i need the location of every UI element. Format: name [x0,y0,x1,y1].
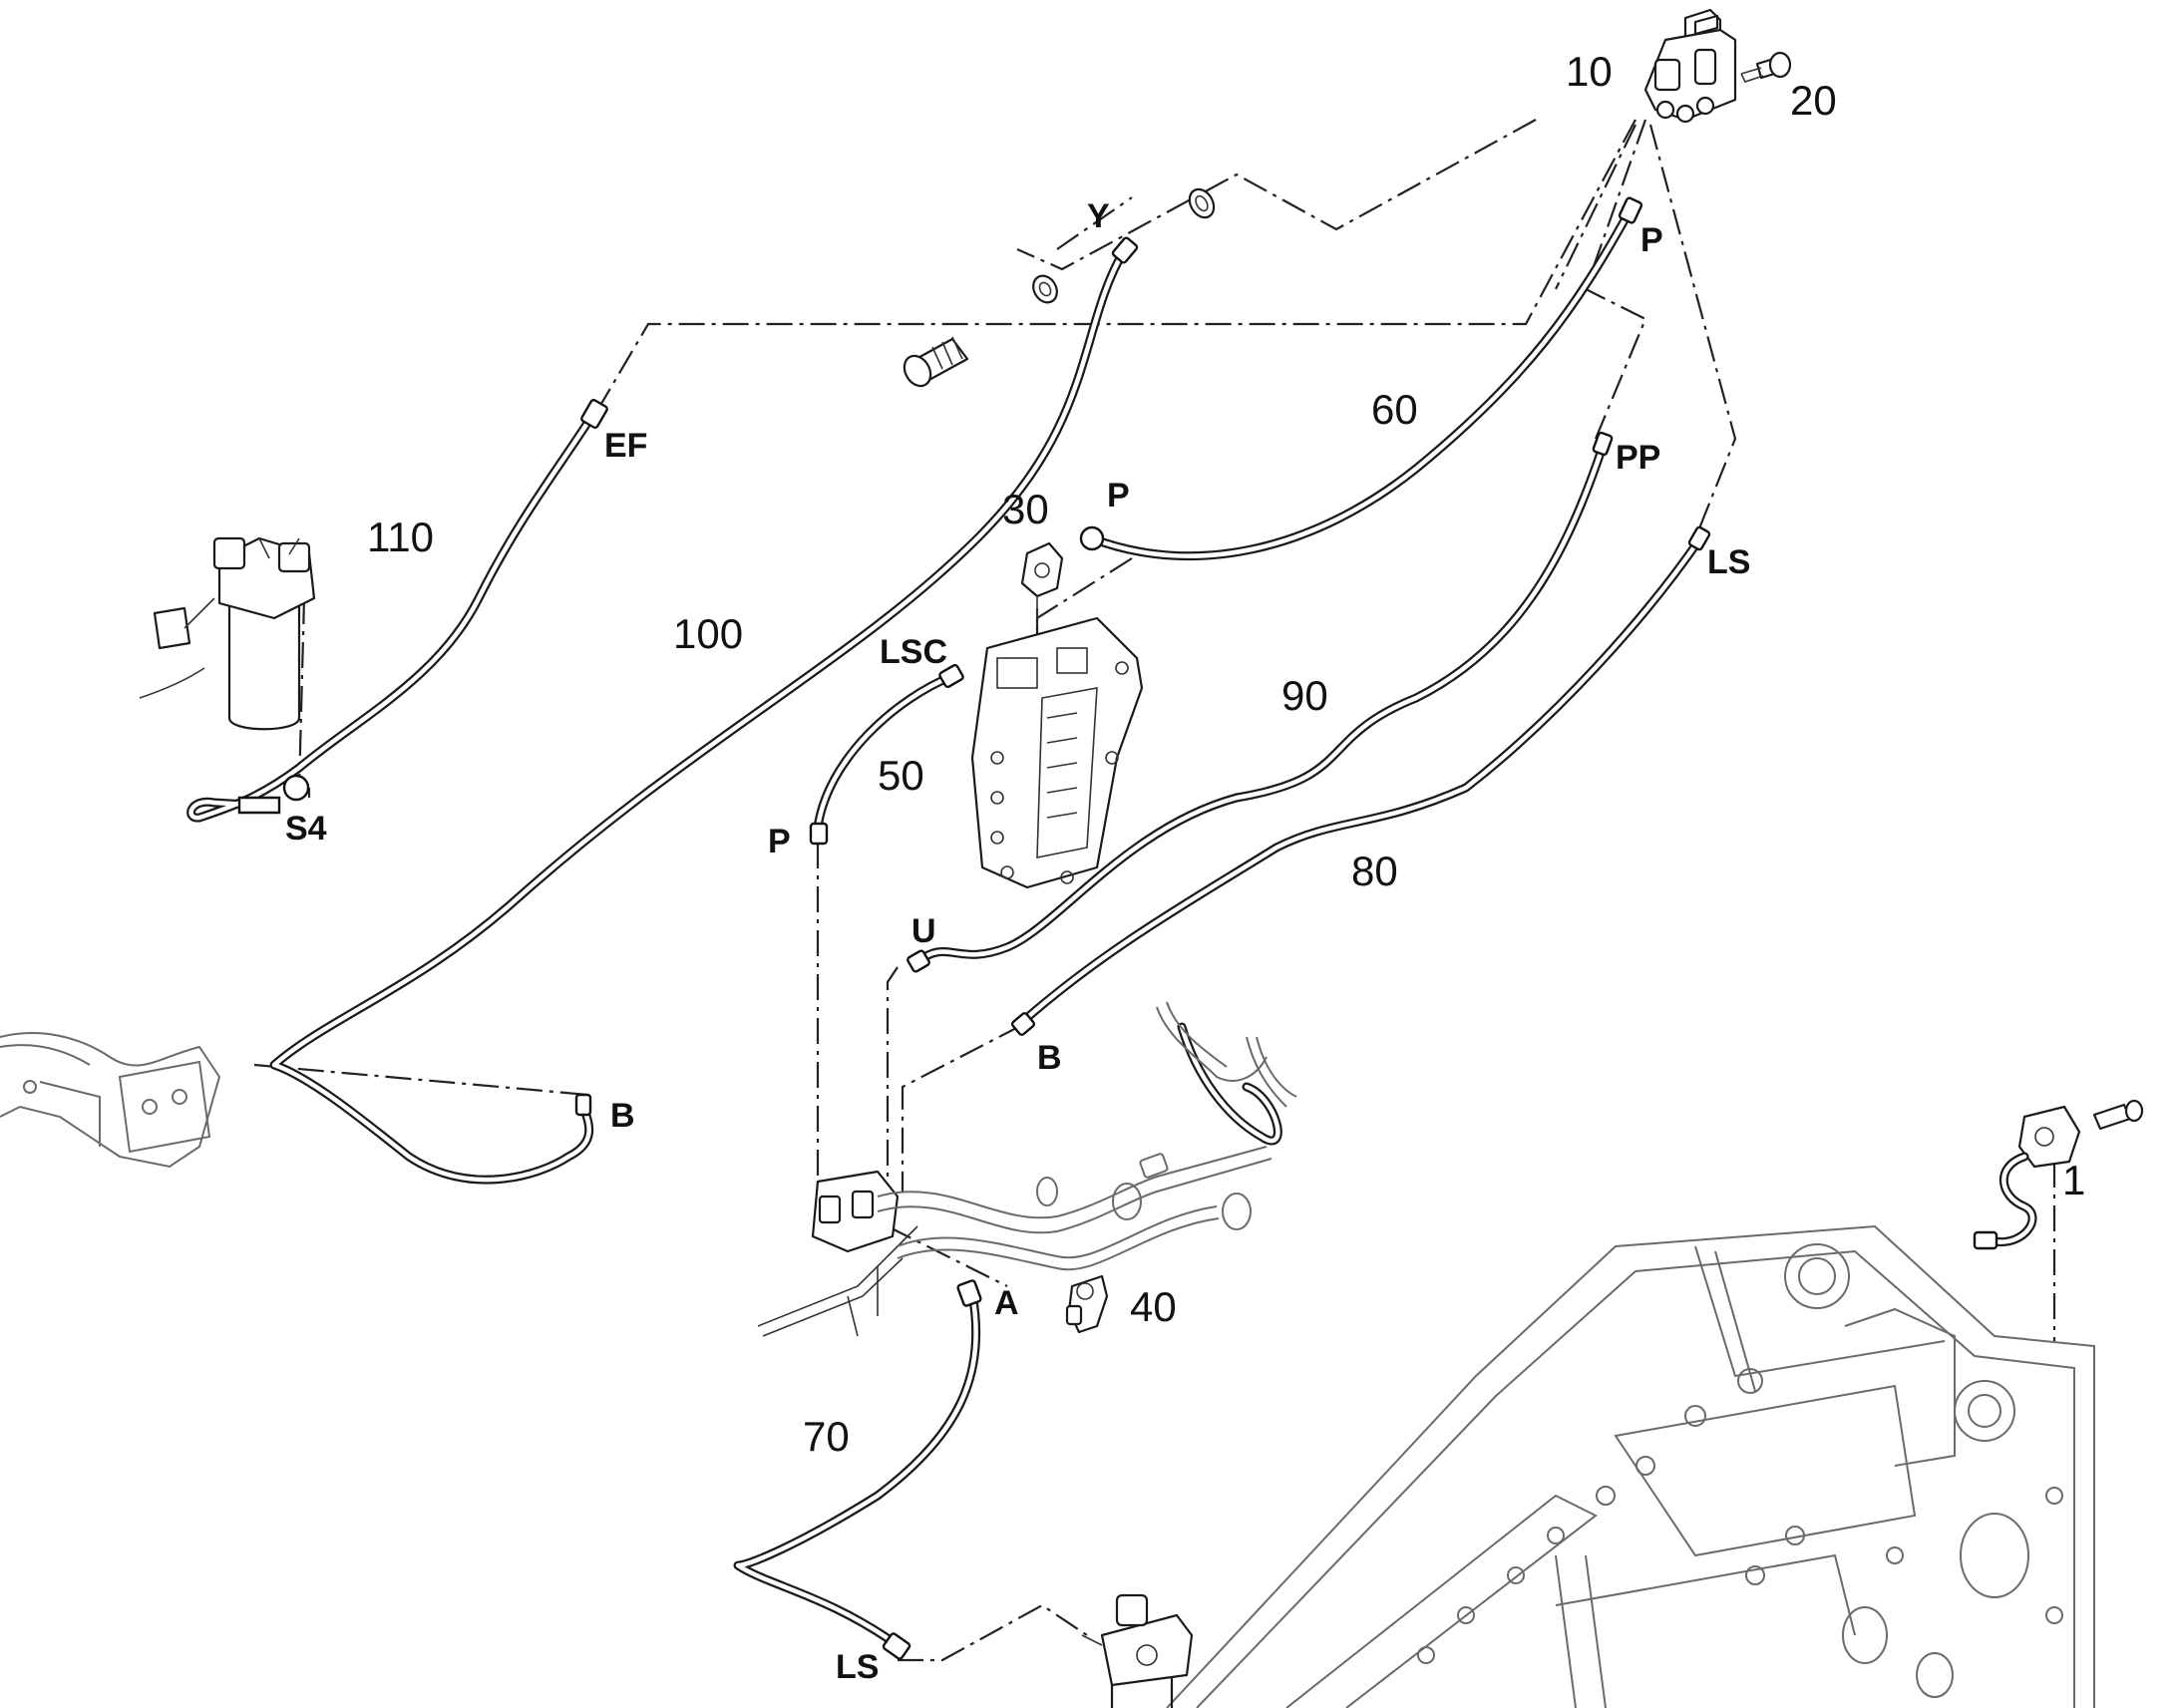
filter-assembly [139,536,316,731]
fitting-bolt-and-washers [903,187,1216,388]
valve-block-30 [1020,541,1064,618]
port-labels: Y EF S4 B P P PP LS LSC P U B A LS [285,197,1750,1686]
port-label-ls-bottom: LS [836,1648,879,1686]
hose-90 [912,439,1609,967]
hose-110 [186,409,598,823]
port-label-p-mid: P [1107,477,1130,514]
tee-fitting-40 [1065,1274,1109,1334]
port-label-pp: PP [1616,439,1660,477]
callout-30: 30 [1002,486,1049,532]
callout-10: 10 [1566,48,1613,95]
callout-80: 80 [1351,848,1398,894]
callout-110: 110 [367,513,434,560]
hose-100 [269,244,1130,1185]
hose-70 [733,1289,981,1650]
port-label-p-top: P [1640,221,1663,259]
port-label-u: U [911,912,936,950]
sensor-1 [1973,1099,2144,1250]
port-label-ls-right: LS [1707,543,1750,581]
callout-numbers: 10 20 30 60 110 100 90 50 80 40 70 1 [367,48,2085,1460]
port-label-lsc: LSC [880,633,947,671]
port-label-y: Y [1087,197,1110,235]
port-label-p-hose50: P [768,823,791,860]
chassis-frame [1166,1224,2095,1708]
bolt-20 [1740,51,1792,83]
hose-80 [1017,533,1705,1027]
control-valve-10 [1643,8,1737,124]
callout-20: 20 [1790,77,1837,124]
hose-fittings [237,196,1711,1660]
port-label-a: A [994,1284,1019,1322]
callout-50: 50 [878,752,924,799]
control-plate-50 [970,616,1144,889]
hoses [186,204,1705,1650]
port-label-ef: EF [604,427,647,465]
callout-60: 60 [1371,386,1418,433]
hose-60 [1087,204,1635,561]
port-label-b-mid: B [1037,1039,1062,1077]
hose-50 [813,671,957,833]
callout-1: 1 [2062,1157,2085,1203]
callout-100: 100 [673,610,743,657]
callout-70: 70 [803,1413,850,1460]
callout-90: 90 [1281,672,1328,719]
central-valve-assembly [757,1001,1297,1337]
port-label-s4: S4 [285,810,327,848]
hydraulic-pump-left [0,1032,221,1169]
filter-bottom [1081,1593,1194,1708]
callout-40: 40 [1130,1283,1177,1330]
port-label-b-left: B [610,1097,635,1135]
